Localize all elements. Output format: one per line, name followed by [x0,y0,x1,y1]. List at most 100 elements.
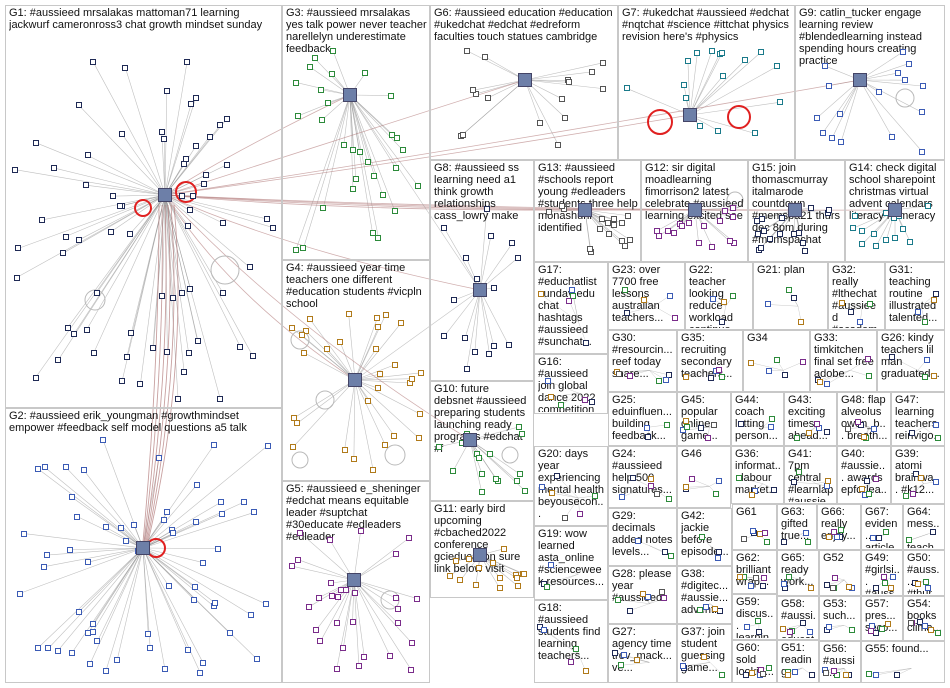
node-g1[interactable] [247,264,253,270]
node-g2[interactable] [200,560,206,566]
node-g24[interactable] [654,491,660,497]
node-g5[interactable] [306,604,312,610]
node-g34[interactable] [774,357,780,363]
node-g10[interactable] [493,476,499,482]
node-g34[interactable] [748,360,754,366]
node-g2[interactable] [123,538,129,544]
node-g6[interactable] [559,96,565,102]
node-g2[interactable] [69,650,75,656]
node-g1[interactable] [91,350,97,356]
node-g14[interactable] [852,213,858,219]
node-g11[interactable] [457,577,463,583]
node-g2[interactable] [194,482,200,488]
node-g26[interactable] [889,354,895,360]
node-g9[interactable] [829,135,835,141]
node-g15[interactable] [802,248,808,254]
node-g1[interactable] [181,369,187,375]
node-g51[interactable] [785,672,791,678]
node-g8[interactable] [491,343,497,349]
node-g8[interactable] [509,240,515,246]
node-g20[interactable] [549,490,555,496]
node-g11[interactable] [476,565,482,571]
node-g3[interactable] [307,64,313,70]
node-g6[interactable] [589,69,595,75]
node-g12[interactable] [671,230,677,236]
node-g35[interactable] [716,367,722,373]
node-g5[interactable] [335,594,341,600]
node-g7[interactable] [681,82,687,88]
node-g8[interactable] [463,255,469,261]
node-g4[interactable] [289,325,295,331]
node-g11[interactable] [514,575,520,581]
node-g57[interactable] [885,621,891,627]
node-g1[interactable] [161,136,167,142]
node-g12[interactable] [686,220,692,226]
node-g67[interactable] [876,535,882,541]
node-g56[interactable] [843,672,849,678]
node-g1[interactable] [137,381,143,387]
node-g59[interactable] [756,629,762,635]
node-g2[interactable] [41,564,47,570]
node-g18[interactable] [541,627,547,633]
node-g45[interactable] [698,425,704,431]
node-g1[interactable] [203,172,209,178]
node-g46[interactable] [683,484,689,490]
node-g11[interactable] [473,582,479,588]
node-g5[interactable] [358,528,364,534]
node-g28[interactable] [659,589,665,595]
node-g27[interactable] [634,657,640,663]
node-g41[interactable] [825,478,831,484]
node-g67[interactable] [870,535,876,541]
node-g1[interactable] [33,375,39,381]
node-g64[interactable] [906,537,912,543]
node-g55[interactable] [873,672,879,678]
node-g51[interactable] [792,669,798,675]
node-g14[interactable] [871,231,877,237]
node-g1[interactable] [124,354,130,360]
node-g13[interactable] [619,220,625,226]
node-g37[interactable] [680,663,686,669]
node-g15[interactable] [779,215,785,221]
node-g45[interactable] [711,422,717,428]
node-g46[interactable] [716,478,722,484]
node-g54[interactable] [922,623,928,629]
node-g1[interactable] [63,234,69,240]
node-g13[interactable] [546,209,552,215]
node-g5[interactable] [334,620,340,626]
node-g31[interactable] [933,291,939,297]
node-g5[interactable] [329,593,335,599]
node-g53[interactable] [826,624,832,630]
node-g2[interactable] [81,467,87,473]
node-g1[interactable] [65,325,71,331]
node-g1[interactable] [220,220,226,226]
node-g54[interactable] [935,630,941,636]
node-g2[interactable] [161,517,167,523]
node-g5[interactable] [387,653,393,659]
node-g1[interactable] [179,193,185,199]
node-g59[interactable] [755,618,761,624]
node-g3[interactable] [393,165,399,171]
node-g1[interactable] [83,182,89,188]
node-g12[interactable] [656,233,662,239]
node-g4[interactable] [398,320,404,326]
node-g1[interactable] [207,134,213,140]
node-g1[interactable] [250,353,256,359]
node-g61[interactable] [764,539,770,545]
node-g57[interactable] [868,628,874,634]
node-g5[interactable] [328,580,334,586]
node-g6[interactable] [566,79,572,85]
node-g9[interactable] [826,83,832,89]
node-g7[interactable] [752,130,758,136]
node-g27[interactable] [621,652,627,658]
node-g15[interactable] [758,245,764,251]
node-g4[interactable] [418,370,424,376]
node-g65[interactable] [808,585,814,591]
node-g58[interactable] [807,629,813,635]
hub-g6-avatar[interactable] [518,73,532,87]
node-g13[interactable] [627,237,633,243]
node-g1[interactable] [185,223,191,229]
node-g61[interactable] [741,536,747,542]
node-g1[interactable] [127,231,133,237]
node-g50[interactable] [925,585,931,591]
node-g35[interactable] [708,375,714,381]
